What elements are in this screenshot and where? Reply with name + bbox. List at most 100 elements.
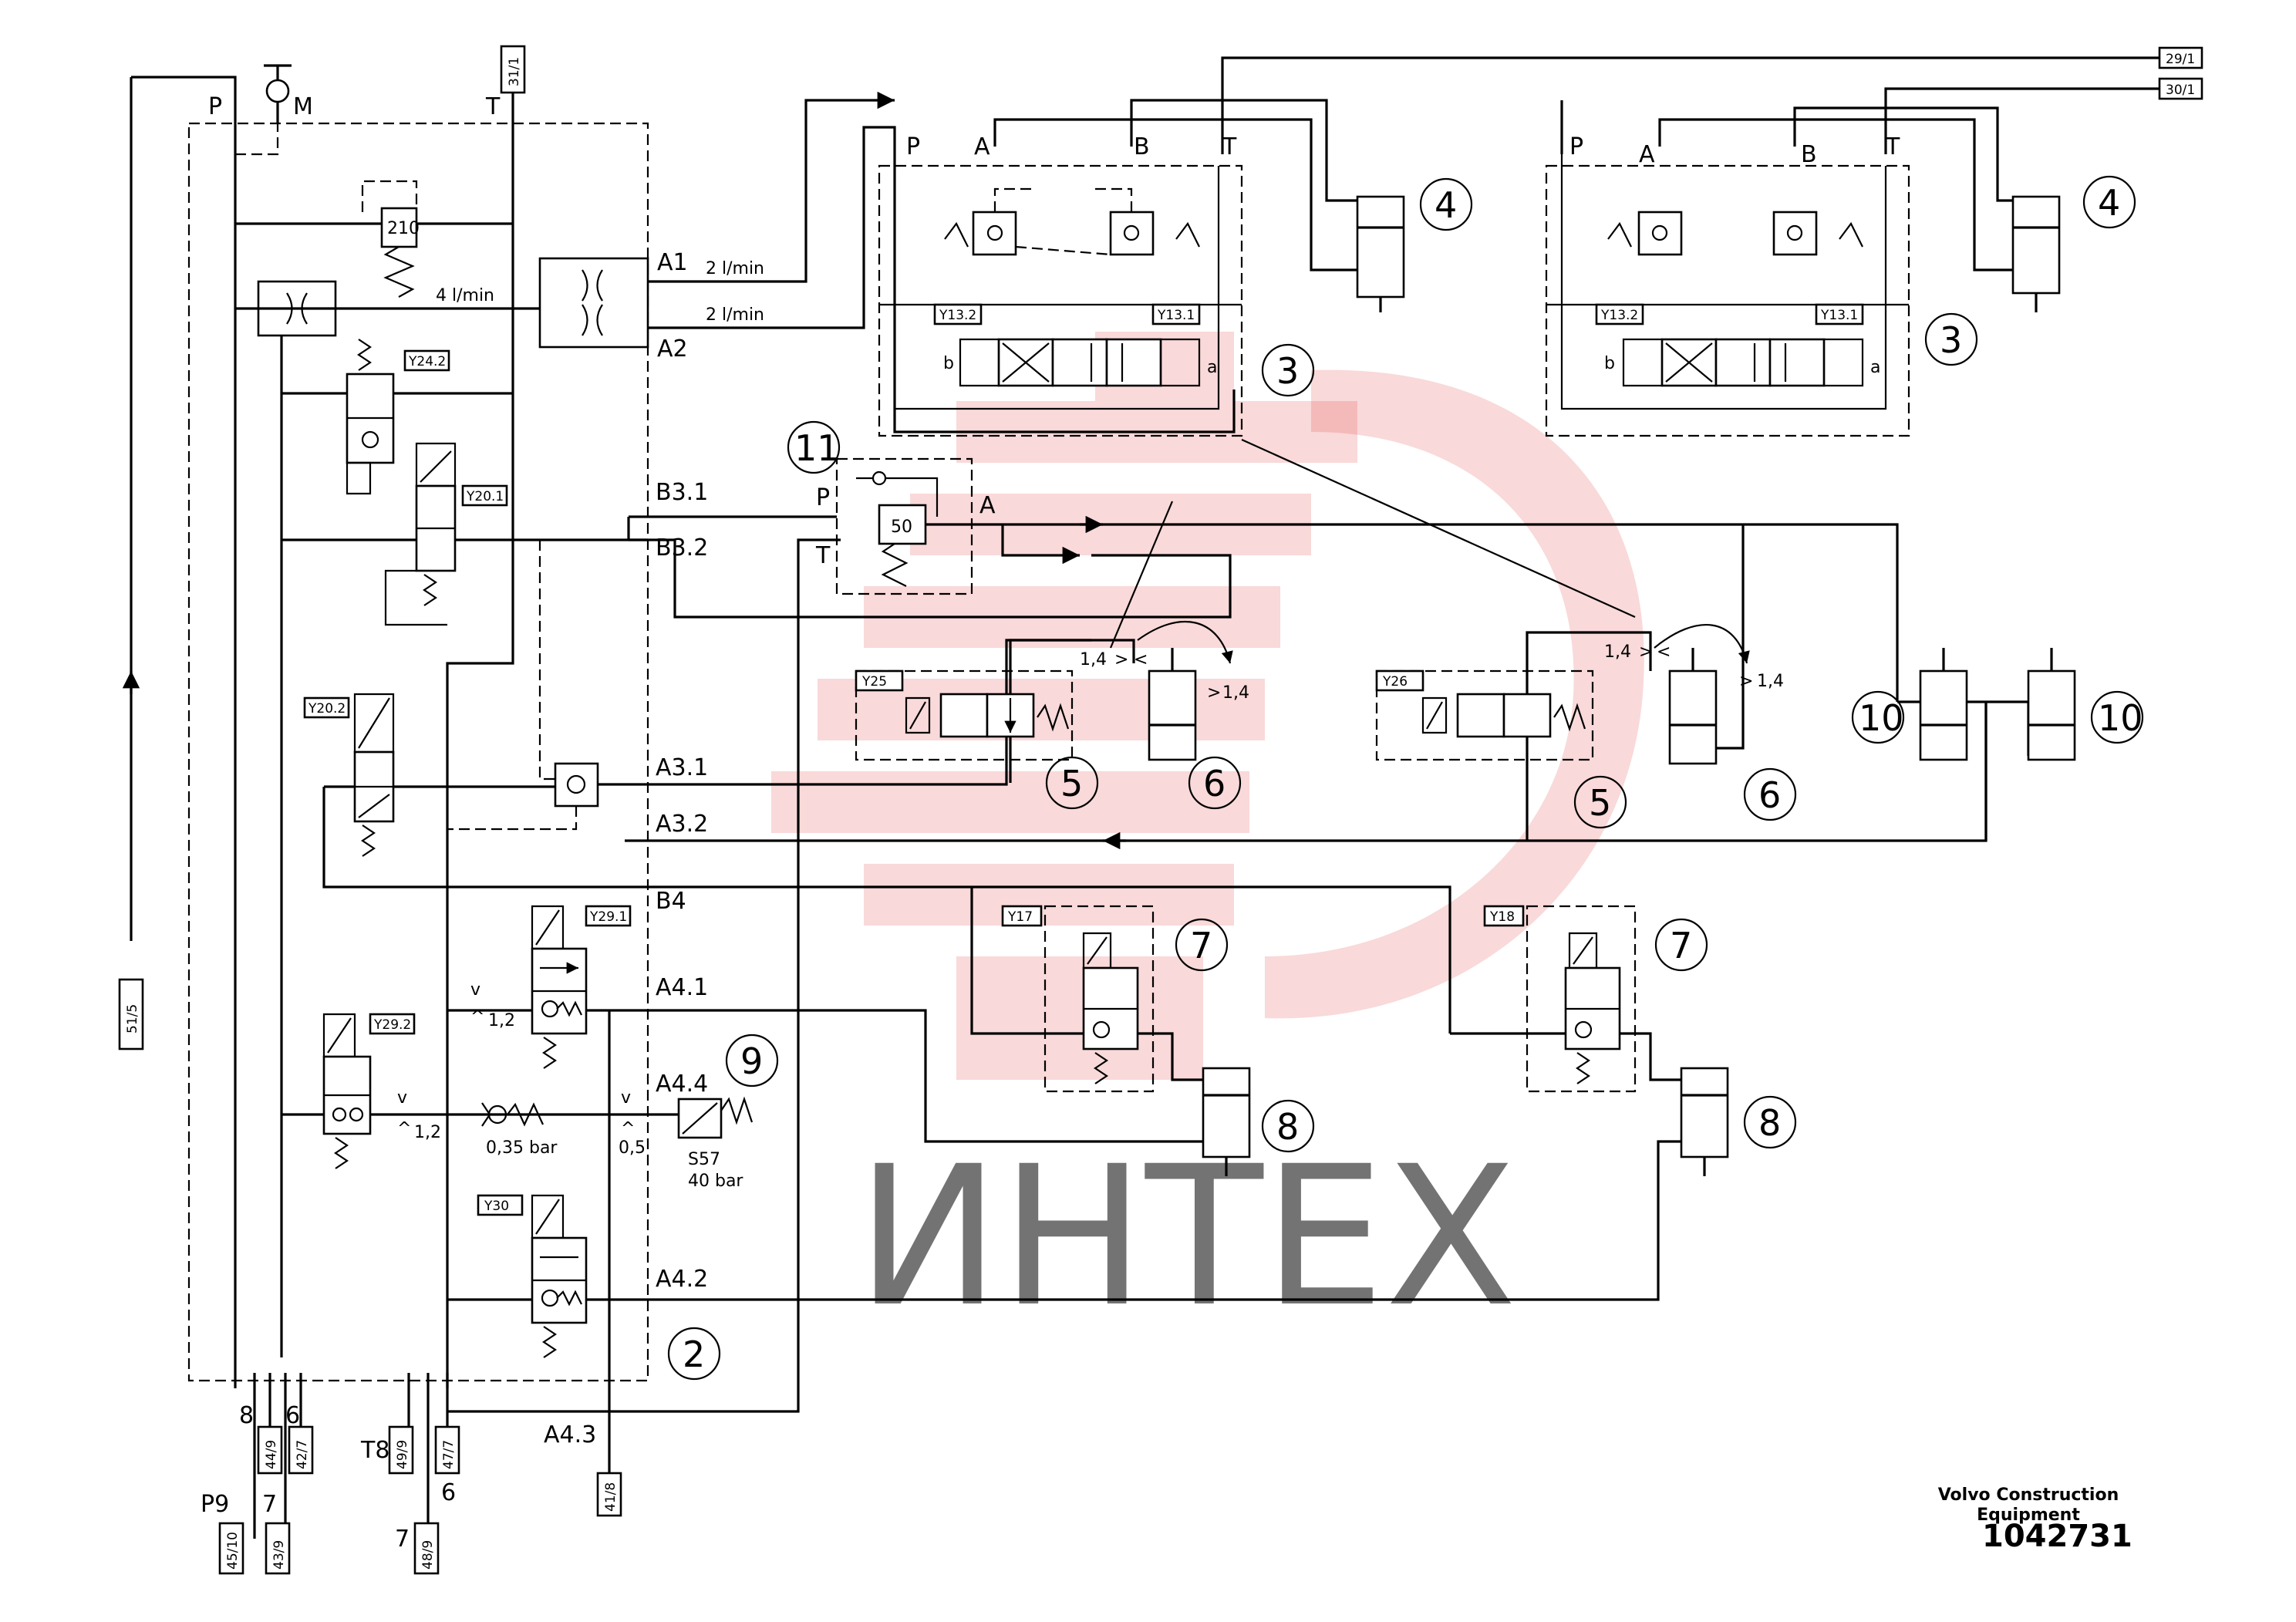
spool-port-a-b: a [1870,358,1880,377]
a1-line [648,91,895,283]
ref-box-51-5 [118,978,144,1050]
port-a4-3: A4.3 [544,1421,596,1448]
cyl-4b-line-b [1793,106,2013,202]
group-3b-passage [1560,100,1887,410]
component-7b-circle [1654,918,1708,972]
ref-42-7: 42/7 [295,1440,310,1469]
y13-1-tag-box-a [1151,303,1201,325]
control-valve-3b-outline [1545,164,1910,437]
cyl-10a-piston [1920,648,1967,727]
port-b-3a: B [1134,133,1150,160]
a11-line [925,523,1899,671]
component-3b-circle [1924,312,1978,366]
port-a3-2: A3.2 [656,811,708,838]
v-mark-1: v [470,980,480,1000]
y20-2-spring [361,824,376,857]
y18-check [1574,1020,1593,1039]
relief-springs-3a [944,221,1200,248]
gt-mark-a: > [1114,650,1128,669]
pin-7: 7 [262,1491,277,1518]
port-b4: B4 [656,888,686,915]
cyl-6b-arc [1654,623,1750,664]
component-2-circle [667,1327,721,1381]
port-p-3a: P [906,133,920,160]
ratio-1-2-a: 1,2 [488,1011,515,1030]
solenoid-y24-2: Y24.2 [408,354,446,369]
component-4a-circle [1419,177,1473,231]
y24-2-tag-box [403,349,450,372]
solenoid-y18: Y18 [1489,909,1515,925]
relief-spring [383,246,415,298]
cyl-8b-piston [1681,1094,1728,1176]
relief-springs-3b [1607,221,1863,248]
y18-tag-box [1483,905,1525,927]
port-t: T [485,93,501,120]
spool-actuators-b [1622,338,1864,387]
component-4a: 4 [1435,184,1457,226]
port-t-11: T [815,542,831,569]
component-3a: 3 [1276,350,1299,392]
port-a-3a: A [974,133,990,160]
load-check-a [972,211,1017,256]
solenoid-y26: Y26 [1382,674,1408,690]
cyl-4a-piston [1357,226,1404,312]
solenoid-y29-1: Y29.1 [589,909,627,925]
port-p-3b: P [1569,133,1583,160]
valve-block-2-outline [187,122,649,1382]
cyl-4b-line-a [1658,118,2013,271]
y13-1-tag-box-b [1815,303,1864,325]
line-30-1 [1884,87,2159,154]
control-valve-3a-outline [878,164,1243,437]
port-b-3b: B [1801,141,1817,168]
caret-mark-2: ^ [397,1119,411,1138]
ref-box-29-1 [2158,46,2203,69]
cylinder-10b [2027,669,2076,761]
shuttle-pilot [447,806,578,831]
spool-right-b [1768,338,1826,387]
group-3a-passage [893,127,1220,410]
b4-line [322,787,1451,1034]
component-7b: 7 [1670,925,1692,966]
caret-mark-3: ^ [621,1119,635,1138]
y24-spring [357,339,372,371]
pilot-supply-line [131,76,237,123]
component-8a-circle [1261,1099,1315,1153]
port-a4-2: A4.2 [656,1266,708,1293]
component-5a-circle [1045,756,1099,810]
solenoid-y13-2-b: Y13.2 [1600,308,1638,323]
ref-29-1: 29/1 [2166,52,2195,67]
cylinder-4b [2011,195,2061,295]
port-a1: A1 [657,249,688,276]
y18-solenoid [1568,932,1598,969]
component-10b: 10 [2098,697,2143,739]
ratio-1-4-b: 1,4 [1222,683,1249,703]
watermark-text: ИНТЕХ [856,1125,1517,1349]
ref-30-1: 30/1 [2166,83,2195,98]
m-pilot [235,116,279,156]
component-11: 11 [794,427,840,469]
solenoid-y29-2: Y29.2 [373,1017,411,1033]
valve-y26-left [1456,693,1505,738]
port-b3-1: B3.1 [656,479,708,506]
y29-2-ball-a [332,1107,347,1122]
divider-orifices [582,269,603,336]
spool-mid-b [1714,338,1772,387]
ref-box-43-9 [265,1522,291,1575]
valve-11-check [872,470,887,486]
y30-spool [532,1256,586,1282]
component-4b-circle [2082,175,2136,229]
y20-1-solenoid [415,442,457,487]
y29-1-spool [532,968,586,993]
port-a4-1: A4.1 [656,974,708,1001]
solenoid-y20-2: Y20.2 [308,701,346,717]
ref-49-9: 49/9 [395,1440,410,1469]
gt-mark-c: > [1639,642,1653,662]
valve-y17-outline [1043,905,1155,1093]
ratio-1-2-b: 1,2 [414,1123,441,1142]
component-8b-circle [1743,1095,1797,1149]
spool-arrows-a [1002,342,1124,383]
a11-right-drop [1712,524,1745,750]
pilot-lines-3a [993,187,1133,256]
